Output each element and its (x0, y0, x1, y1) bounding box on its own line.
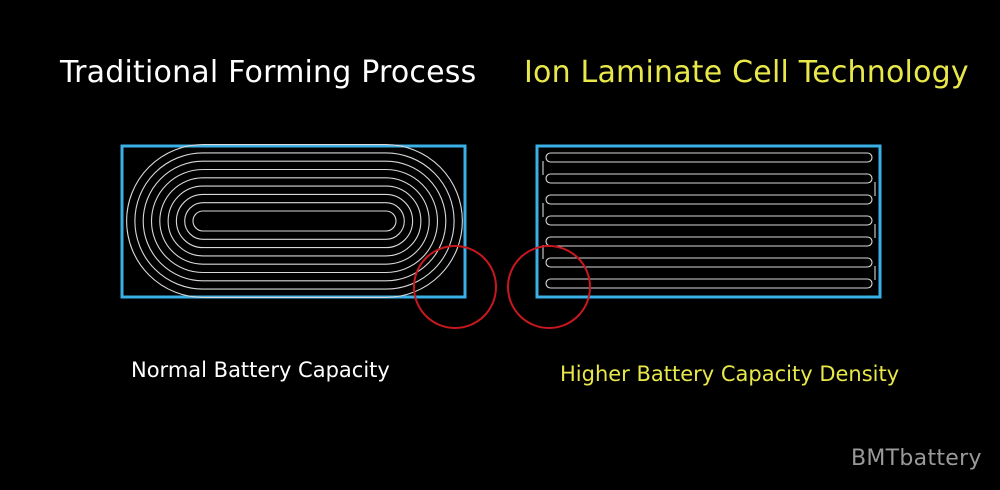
wound-electrode-layers (126, 144, 463, 298)
normal-capacity-caption: Normal Battery Capacity (131, 358, 390, 382)
laminate-layer (545, 257, 873, 268)
laminate-layer (545, 152, 873, 163)
laminated-cell-corner-highlight (507, 245, 591, 329)
wound-cell-illustration (120, 144, 467, 299)
laminate-technology-title: Ion Laminate Cell Technology (524, 55, 969, 90)
laminate-layer (545, 215, 873, 226)
traditional-process-title: Traditional Forming Process (60, 55, 477, 90)
winding-layer (142, 160, 447, 282)
winding-layer (159, 177, 430, 265)
winding-layer (134, 152, 455, 290)
laminated-electrode-layers (542, 152, 876, 289)
winding-layer (175, 193, 414, 249)
laminated-cell-illustration (535, 144, 882, 299)
laminate-layer (545, 194, 873, 205)
wound-cell-corner-highlight (413, 245, 497, 329)
brand-watermark: BMTbattery (851, 446, 982, 471)
winding-layer (184, 202, 405, 240)
winding-layer (126, 144, 463, 298)
laminated-cell-casing (535, 144, 882, 299)
higher-capacity-caption: Higher Battery Capacity Density (560, 362, 900, 386)
laminate-layer (545, 236, 873, 247)
laminate-layer (545, 173, 873, 184)
winding-layer (167, 185, 422, 257)
winding-layer (150, 168, 439, 274)
laminate-layer (545, 278, 873, 289)
winding-layer (192, 210, 397, 232)
